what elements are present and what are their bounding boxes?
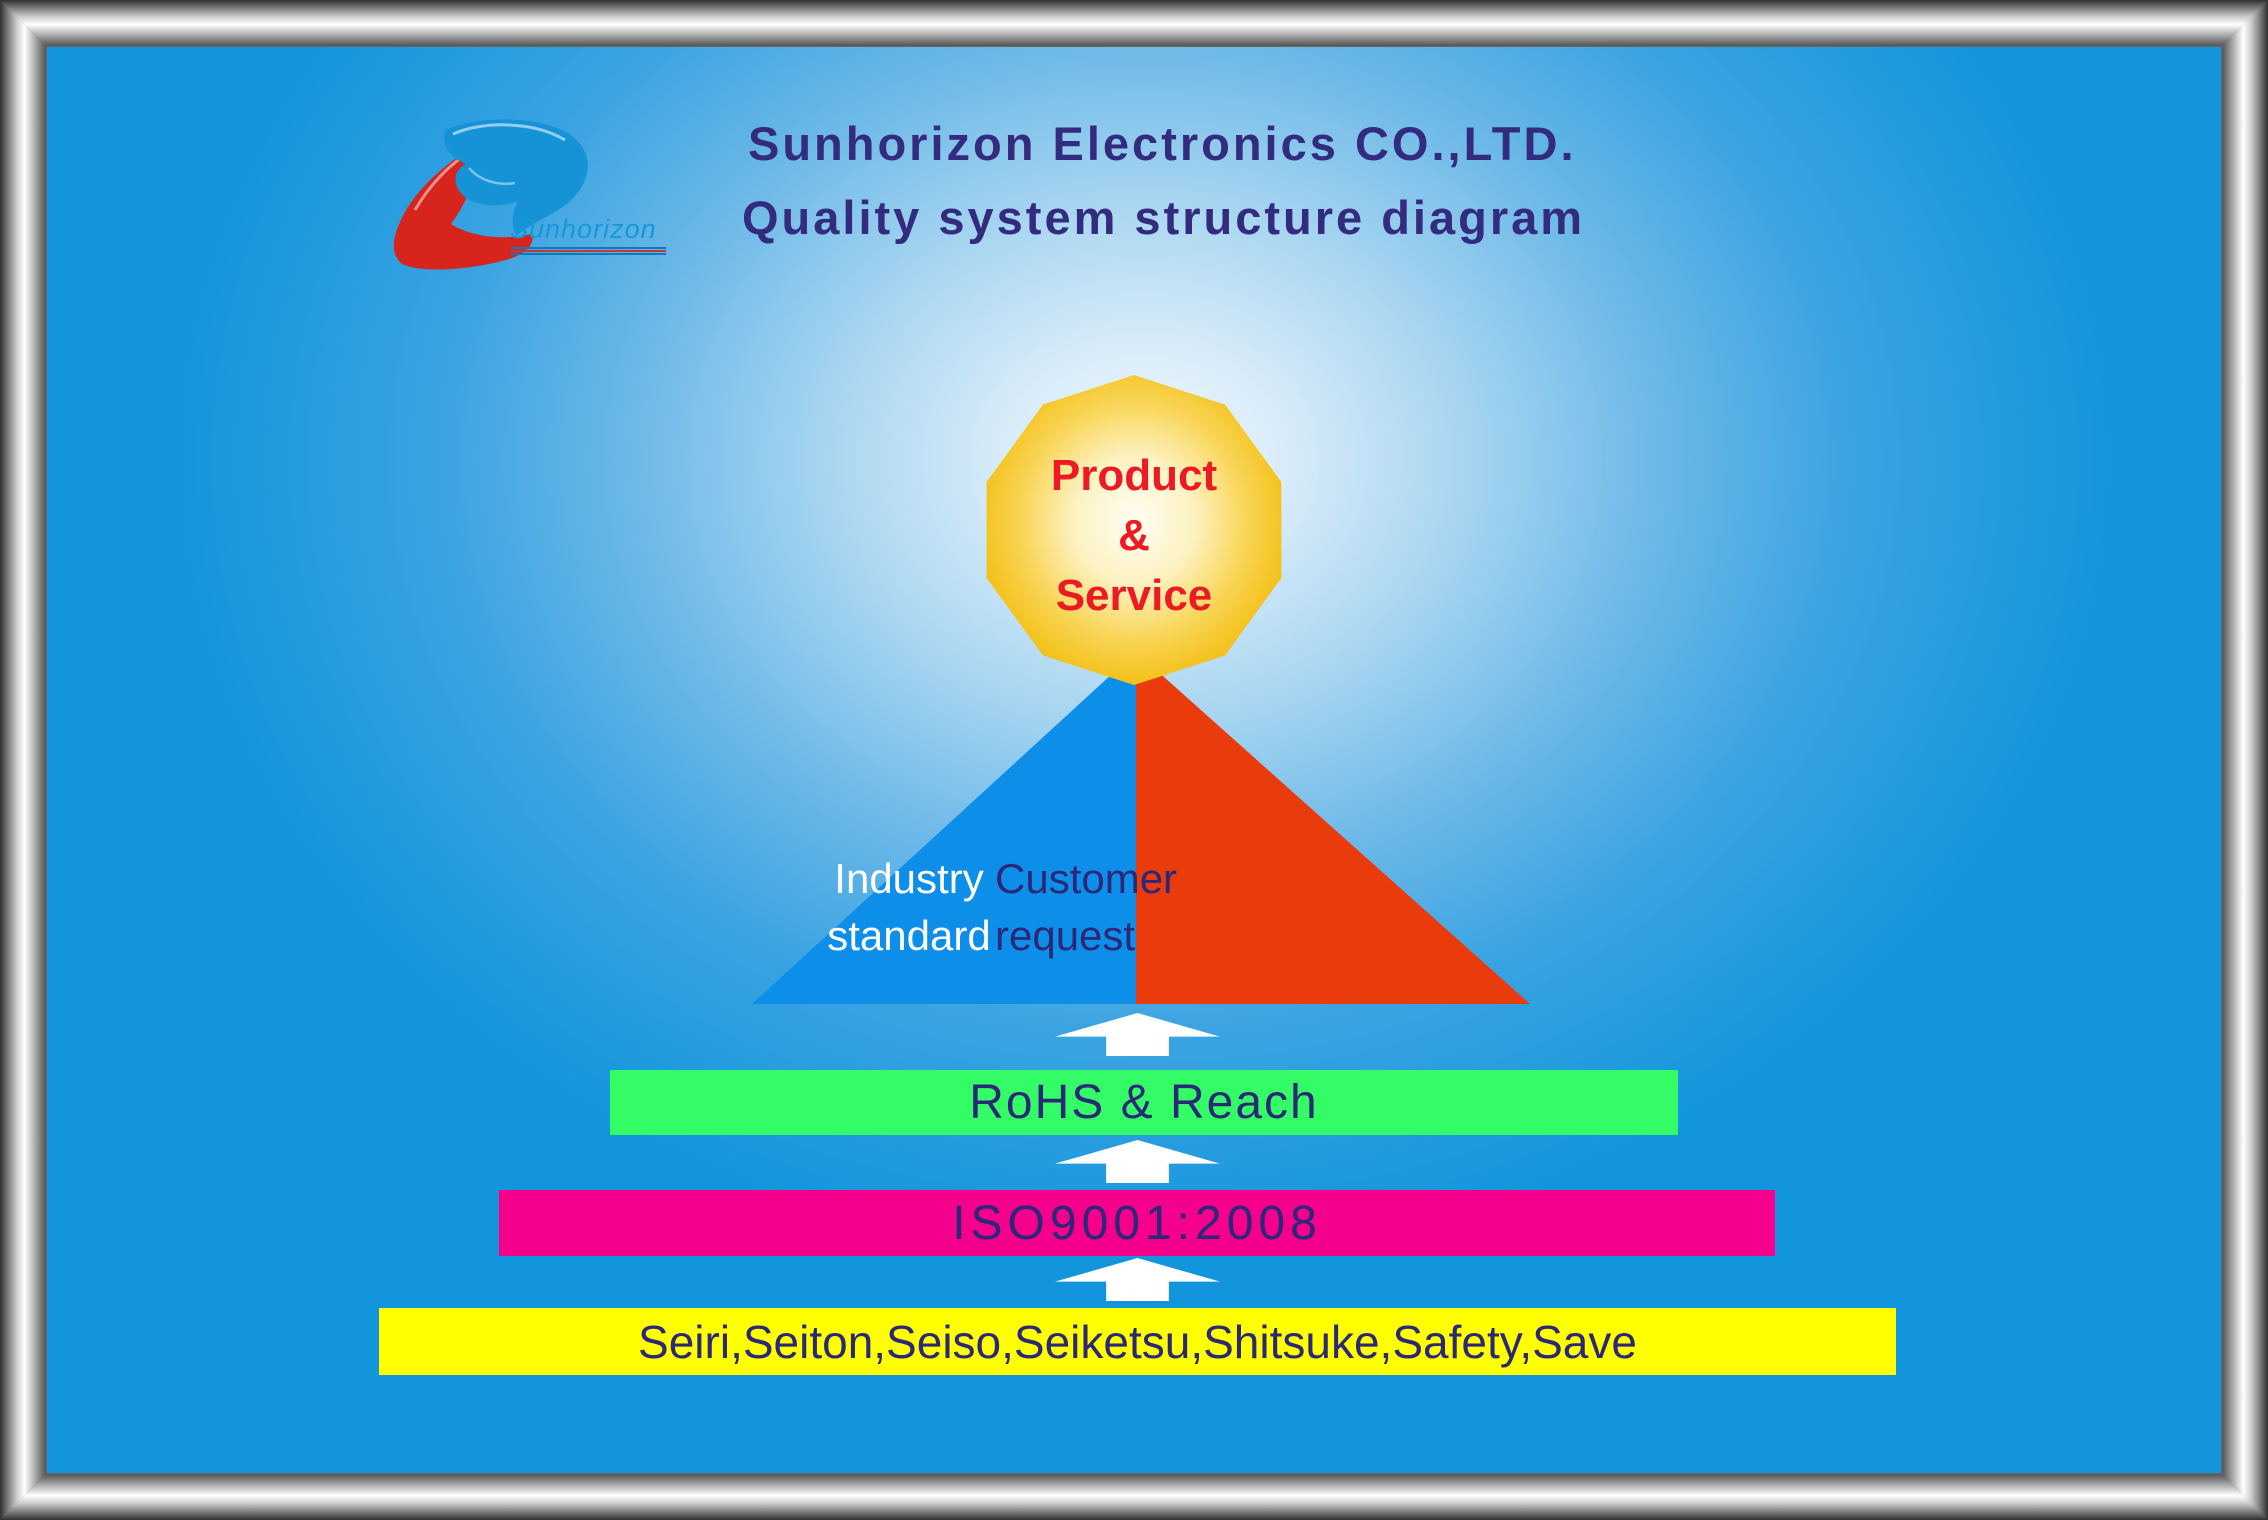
rohs-reach-bar-label: RoHS & Reach: [969, 1076, 1319, 1129]
logo-underline-red: [511, 250, 666, 252]
sunhorizon-logo-icon: [393, 119, 588, 270]
frame-left-edge: [0, 0, 47, 1520]
customer-line-2: request: [995, 912, 1136, 959]
industry-standard-triangle-half: [752, 652, 1136, 1004]
rohs-reach-bar: RoHS & Reach: [610, 1070, 1678, 1135]
product-service-decagon: [986, 375, 1282, 685]
diagram-title: Quality system structure diagram: [742, 191, 1586, 244]
customer-request-triangle-half: [1136, 652, 1530, 1004]
logo-underline-blue-bottom: [511, 253, 666, 255]
apex-line-3: Service: [1055, 571, 1213, 620]
logo-blue-inner-highlight: [468, 167, 516, 185]
apex-line-1: Product: [1050, 451, 1218, 500]
seiri-5s-bar-label: Seiri,Seiton,Seiso,Seiketsu,Shitsuke,Saf…: [638, 1315, 1637, 1368]
decagon-polygon: [986, 375, 1282, 685]
apex-line-2: &: [1118, 511, 1150, 560]
customer-line-1: Customer: [995, 855, 1178, 902]
industry-standard-label: Industry standard: [789, 850, 1029, 964]
logo-underline-blue-top: [511, 247, 666, 249]
company-title: Sunhorizon Electronics CO.,LTD.: [748, 117, 1577, 170]
industry-line-2: standard: [827, 912, 991, 959]
industry-line-1: Industry: [834, 855, 984, 902]
logo-blue-highlight: [452, 123, 566, 142]
customer-request-label: Customer request: [995, 850, 1335, 964]
frame-top-edge: [0, 0, 2268, 47]
logo-blue-swoosh: [444, 119, 588, 236]
iso9001-bar: ISO9001:2008: [499, 1190, 1775, 1256]
pyramid-triangle: [752, 652, 1530, 1004]
frame-bottom-edge: [0, 1473, 2268, 1520]
logo-wordmark: Sunhorizon: [510, 214, 657, 244]
seiri-5s-bar: Seiri,Seiton,Seiso,Seiketsu,Shitsuke,Saf…: [379, 1308, 1896, 1375]
product-service-label: Product & Service: [1014, 446, 1254, 626]
logo-red-swoosh: [393, 145, 533, 270]
iso9001-bar-label: ISO9001:2008: [952, 1196, 1322, 1250]
logo-underline: [511, 247, 666, 255]
frame-right-edge: [2221, 0, 2268, 1520]
